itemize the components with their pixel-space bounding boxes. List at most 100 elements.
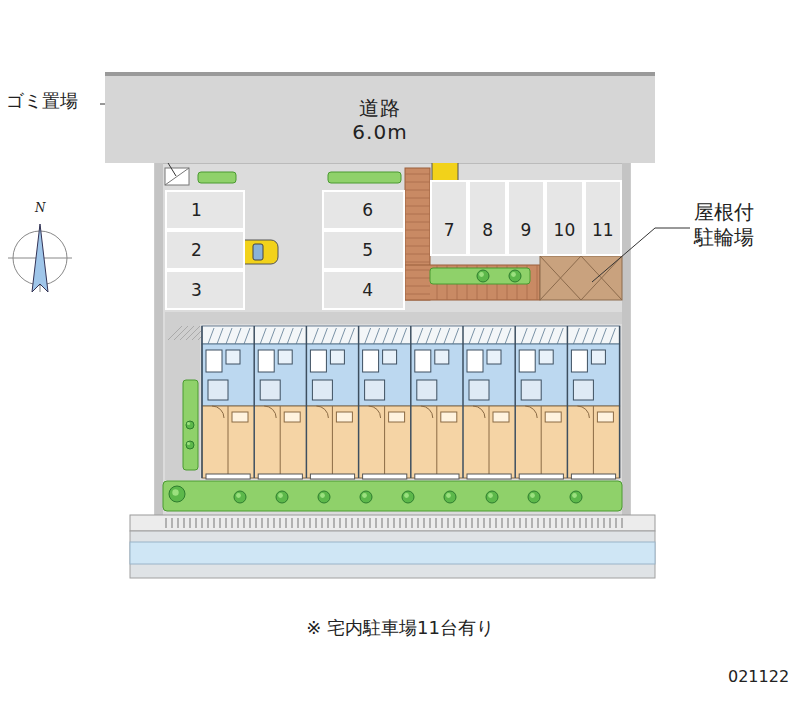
- fence-post: [190, 518, 191, 528]
- fence-post: [316, 518, 317, 528]
- balcony-hatch: [269, 328, 275, 344]
- fence-post: [244, 518, 245, 528]
- tree-highlight: [320, 493, 325, 498]
- fence-post: [448, 518, 449, 528]
- fence-post: [412, 518, 413, 528]
- balcony-hatch: [260, 328, 266, 344]
- parking-number: 8: [482, 220, 493, 240]
- parking-space: 8: [468, 180, 506, 256]
- parking-number: 2: [191, 240, 202, 260]
- balcony-hatch: [417, 328, 423, 344]
- fence-post: [430, 518, 431, 528]
- balcony-hatch: [469, 328, 475, 344]
- bath-fixture: [206, 350, 222, 372]
- fence-post: [406, 518, 407, 528]
- balcony-hatch: [478, 328, 484, 344]
- fence-post: [550, 518, 551, 528]
- fence-post: [466, 518, 467, 528]
- window: [467, 474, 511, 479]
- fence-post: [508, 518, 509, 528]
- kitchen-fixture: [260, 380, 280, 400]
- tree: [486, 491, 498, 503]
- fence-post: [166, 518, 167, 528]
- bicycle-shed: [540, 256, 622, 300]
- fence-post: [310, 518, 311, 528]
- balcony-hatch: [582, 328, 588, 344]
- room-wall: [384, 406, 385, 478]
- fence-post: [292, 518, 293, 528]
- balcony-hatch: [208, 328, 214, 344]
- balcony-hatch: [548, 328, 554, 344]
- unit-wall: [253, 326, 255, 478]
- parking-space: 10: [545, 180, 583, 256]
- fence-post: [322, 518, 323, 528]
- fence-post: [574, 518, 575, 528]
- fence-post: [520, 518, 521, 528]
- tree: [444, 491, 456, 503]
- window: [206, 474, 250, 479]
- fence-post: [340, 518, 341, 528]
- tree-highlight: [479, 272, 484, 277]
- fence: [130, 515, 655, 531]
- fence-post: [442, 518, 443, 528]
- fence-post: [352, 518, 353, 528]
- window: [571, 474, 615, 479]
- balcony-hatch: [609, 328, 615, 344]
- shed-line: [581, 256, 622, 300]
- fence-post: [274, 518, 275, 528]
- tree: [402, 491, 414, 503]
- fence-post: [496, 518, 497, 528]
- fence-post: [376, 518, 377, 528]
- fence-post: [586, 518, 587, 528]
- fence-post: [532, 518, 533, 528]
- fence-post: [250, 518, 251, 528]
- balcony-hatch: [521, 328, 527, 344]
- shed-line: [540, 256, 581, 300]
- unit-wall: [410, 326, 412, 478]
- tree-highlight: [404, 493, 409, 498]
- bath-fixture: [467, 350, 483, 372]
- closet: [232, 412, 248, 422]
- toilet-fixture: [591, 350, 605, 364]
- toilet-fixture: [278, 350, 292, 364]
- balcony-hatch: [278, 328, 284, 344]
- fence-post: [526, 518, 527, 528]
- tree: [509, 270, 521, 282]
- fence-post: [610, 518, 611, 528]
- balcony-hatch: [339, 328, 345, 344]
- closet: [597, 412, 613, 422]
- balcony-hatch: [591, 328, 597, 344]
- brick-joint: [537, 265, 538, 300]
- fence-post: [172, 518, 173, 528]
- kitchen-fixture: [208, 380, 228, 400]
- balcony-hatch: [217, 328, 223, 344]
- parking-space: 3: [165, 270, 245, 310]
- parking-space: 2: [165, 230, 245, 270]
- balcony-hatch: [226, 328, 232, 344]
- fence-post: [214, 518, 215, 528]
- tree: [360, 491, 372, 503]
- tree-highlight: [187, 422, 190, 425]
- bath-fixture: [363, 350, 379, 372]
- fence-post: [268, 518, 269, 528]
- fence-post: [280, 518, 281, 528]
- door-swing: [577, 406, 589, 418]
- brick-joint: [405, 286, 430, 287]
- parking-number: 7: [444, 220, 455, 240]
- fence-post: [418, 518, 419, 528]
- green-strip: [183, 380, 198, 470]
- balcony-hatch: [600, 328, 606, 344]
- balcony-hatch: [365, 328, 371, 344]
- fence-post: [394, 518, 395, 528]
- brick-joint: [405, 230, 430, 231]
- kitchen-fixture: [573, 380, 593, 400]
- door-swing: [316, 406, 328, 418]
- toilet-fixture: [539, 350, 553, 364]
- unit-wall: [306, 326, 308, 478]
- unit-wall: [514, 326, 516, 478]
- bath-fixture: [415, 350, 431, 372]
- green-strip: [163, 481, 622, 511]
- hedge: [430, 268, 530, 284]
- fence-post: [178, 518, 179, 528]
